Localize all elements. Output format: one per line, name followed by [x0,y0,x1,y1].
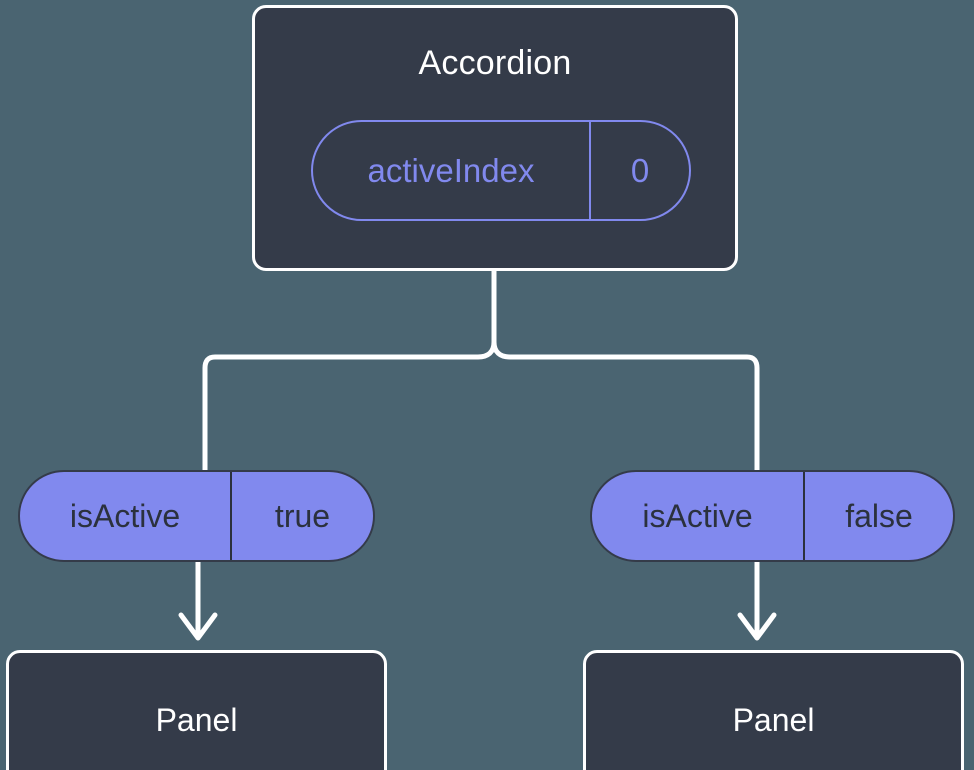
arrow-head-right [737,612,777,641]
state-pill-activeindex[interactable]: activeIndex 0 [311,120,691,221]
prop-pill-value: true [274,497,331,534]
panel-title: Panel [155,702,238,738]
prop-pill-key: isActive [20,472,232,560]
component-node-panel-right[interactable]: Panel [583,650,964,770]
panel-title: Panel [732,702,815,738]
accordion-title: Accordion [418,44,572,82]
state-pill-key: activeIndex [313,122,591,219]
component-node-panel-left[interactable]: Panel [6,650,387,770]
prop-pill-isactive-false[interactable]: isActive false [590,470,955,562]
prop-pill-isactive-true[interactable]: isActive true [18,470,375,562]
state-pill-value: 0 [630,151,650,189]
prop-pill-value: false [845,497,913,534]
component-node-accordion[interactable]: Accordion activeIndex 0 [252,5,738,271]
trunk-connector-right [491,339,760,473]
arrow-head-left [178,612,218,641]
prop-pill-key: isActive [592,472,805,560]
trunk-connector [202,268,497,473]
